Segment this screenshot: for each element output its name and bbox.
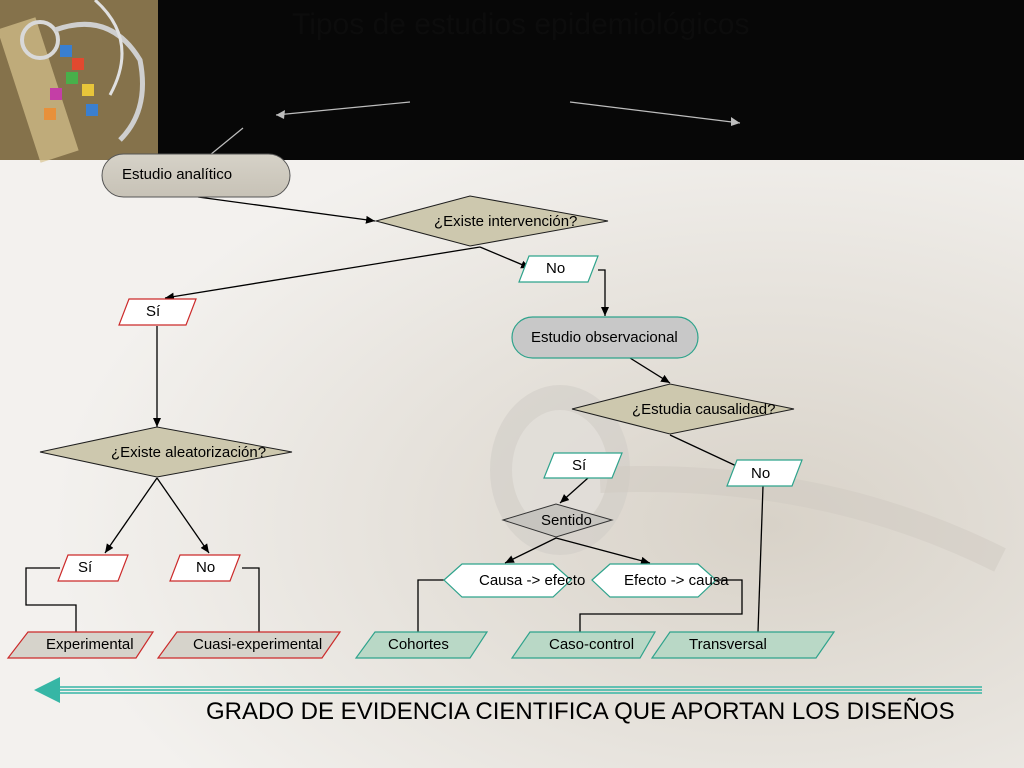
label-no2: No — [196, 559, 216, 576]
label-causa-efecto: Causa -> efecto — [479, 572, 586, 589]
node-si3 — [543, 452, 623, 479]
label-no1: No — [546, 260, 566, 277]
node-cuasi — [156, 631, 342, 659]
node-no1 — [518, 255, 599, 283]
connectors — [25, 196, 764, 633]
header-arrowhead-left — [276, 110, 285, 119]
header-arrow-left — [275, 101, 411, 116]
label-cohortes: Cohortes — [388, 636, 449, 653]
node-sentido-diamond — [501, 503, 614, 538]
node-efecto-causa — [591, 563, 717, 598]
label-intervencion: ¿Existe intervención? — [434, 213, 578, 230]
label-cuasi: Cuasi-experimental — [193, 636, 323, 653]
label-aleatorizacion: ¿Existe aleatorización? — [111, 444, 267, 461]
node-cohortes — [354, 631, 489, 659]
background-tube — [599, 466, 1006, 572]
node-si2 — [57, 554, 129, 582]
node-no2 — [169, 554, 241, 582]
label-observacional: Estudio observacional — [531, 329, 678, 346]
header-band — [0, 0, 1024, 160]
label-si1: Sí — [146, 303, 161, 320]
label-causalidad: ¿Estudia causalidad? — [632, 401, 776, 418]
node-aleatorizacion-diamond — [39, 426, 293, 478]
evidence-arrow — [34, 677, 982, 703]
label-experimental: Experimental — [46, 636, 134, 653]
node-causalidad-diamond — [571, 383, 795, 435]
label-analitico: Estudio analítico — [122, 166, 233, 183]
header-medical-image — [0, 0, 158, 163]
node-experimental — [6, 631, 155, 659]
footer-evidence-label: GRADO DE EVIDENCIA CIENTIFICA QUE APORTA… — [206, 698, 955, 725]
label-sentido: Sentido — [541, 512, 592, 529]
node-analitico — [101, 153, 291, 198]
page-title: Tipos de estudios epidemiológicos — [292, 8, 750, 41]
node-causa-efecto — [443, 563, 572, 598]
node-si1 — [118, 298, 197, 326]
label-transversal: Transversal — [689, 636, 767, 653]
node-transversal — [650, 631, 836, 659]
node-caso-control — [510, 631, 657, 659]
node-observacional — [511, 316, 699, 359]
label-caso-control: Caso-control — [549, 636, 635, 653]
label-no3: No — [751, 465, 771, 482]
node-no3 — [726, 459, 803, 487]
header-line-to-analitico — [209, 127, 244, 156]
header-arrow-right — [569, 101, 741, 124]
label-efecto-causa: Efecto -> causa — [624, 572, 729, 589]
label-si3: Sí — [572, 457, 587, 474]
label-si2: Sí — [78, 559, 93, 576]
header-arrowhead-right — [731, 117, 740, 126]
node-intervencion-diamond — [374, 195, 609, 247]
